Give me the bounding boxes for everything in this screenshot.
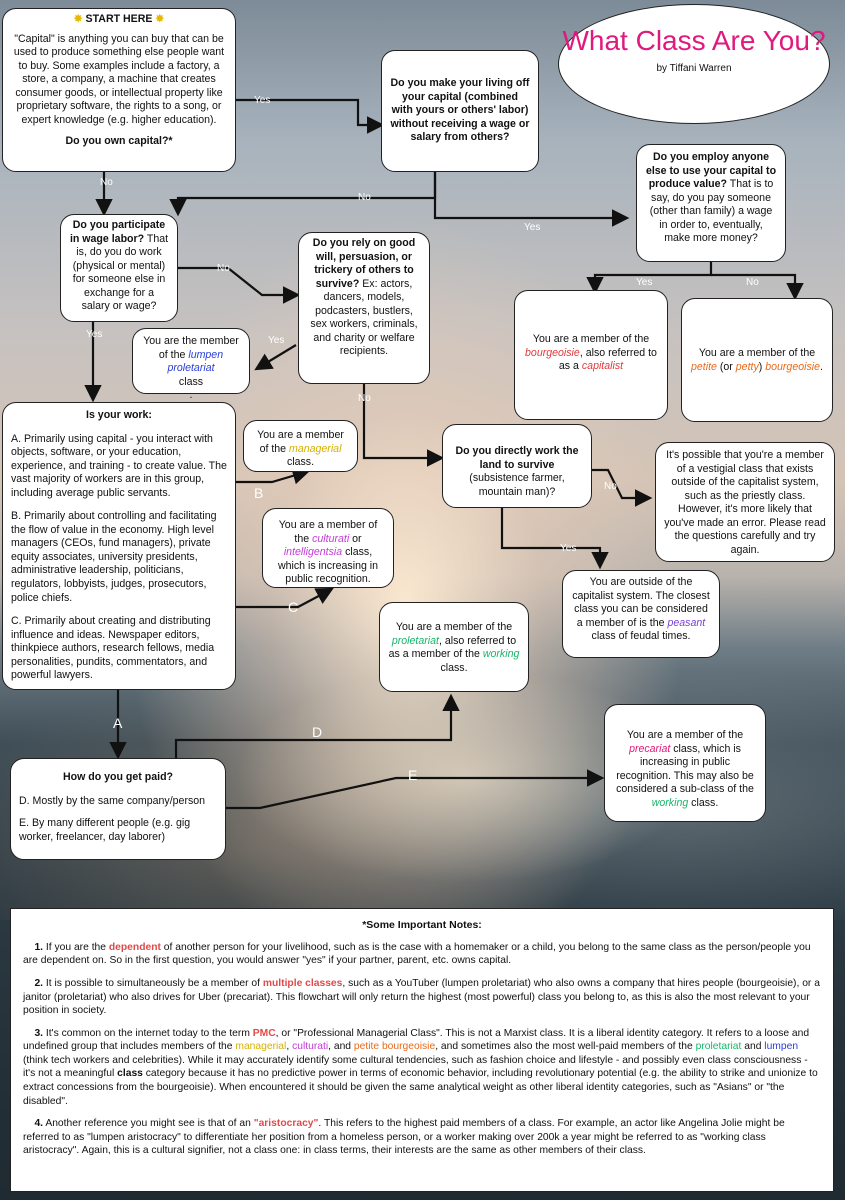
result-bourgeoisie: You are a member of the bourgeoisie, als… [514,290,668,420]
arrow-living-yes [435,172,625,218]
note-3: 3. It's common on the internet today to … [23,1027,821,1108]
question-how-paid: How do you get paid? D. Mostly by the sa… [10,758,226,860]
option-b: B. Primarily about controlling and facil… [11,510,227,605]
result-managerial: You are a member of the managerial class… [243,420,358,472]
title-ellipse: What Class Are You? by Tiffani Warren [558,4,830,124]
option-a: A. Primarily using capital - you interac… [11,433,227,501]
important-notes: *Some Important Notes: 1. If you are the… [10,908,834,1192]
result-peasant: You are outside of the capitalist system… [562,570,720,658]
question-wage-labor: Do you participate in wage labor? That i… [60,214,178,322]
result-petite-bourgeoisie: You are a member of the petite (or petty… [681,298,833,422]
label-yes: Yes [636,278,652,288]
label-a: A [113,716,122,730]
label-no: No [100,178,113,188]
option-e: E. By many different people (e.g. gig wo… [19,817,217,844]
notes-heading: *Some Important Notes: [23,919,821,933]
label-yes: Yes [524,223,540,233]
arrow-employ-split [595,262,711,290]
arrow-work-c [236,590,330,607]
result-precariat: You are a member of the precariat class,… [604,704,766,822]
label-no: No [604,482,617,492]
arrow-living-no [178,172,435,212]
note-4: 4. Another reference you might see is th… [23,1117,821,1158]
option-d: D. Mostly by the same company/person [19,795,217,809]
note-1: 1. If you are the dependent of another p… [23,941,821,968]
label-b: B [254,486,263,500]
question-work-land: Do you directly work the land to survive… [442,424,592,508]
capital-definition: "Capital" is anything you can buy that c… [10,33,228,128]
question-living: Do you make your living off your capital… [381,50,539,172]
label-e: E [408,768,417,782]
sparkle-icon: ✸ [74,13,83,25]
start-question: Do you own capital?* [10,135,228,149]
start-header: ✸ START HERE ✸ [10,13,228,27]
label-yes: Yes [86,330,102,340]
label-no: No [358,193,371,203]
question-goodwill: Do you rely on good will, persuasion, or… [298,232,430,384]
sparkle-icon: ✸ [155,13,164,25]
label-yes: Yes [254,96,270,106]
label-yes: Yes [560,544,576,554]
result-lumpen-proletariat: You are the member of the lumpen proleta… [132,328,250,394]
arrow-work-b [236,472,306,482]
result-culturati: You are a member of the culturati or int… [262,508,394,588]
label-yes: Yes [268,336,284,346]
author: by Tiffani Warren [559,63,829,74]
arrow-goodwill-yes [258,345,296,368]
option-c: C. Primarily about creating and distribu… [11,615,227,683]
result-proletariat: You are a member of the proletariat, als… [379,602,529,692]
question-work-type: Is your work: A. Primarily using capital… [2,402,236,690]
label-c: C [288,600,298,614]
label-no: No [358,394,371,404]
question-employ: Do you employ anyone else to use your ca… [636,144,786,262]
note-2: 2. It is possible to simultaneously be a… [23,977,821,1018]
page-title: What Class Are You? [559,25,829,57]
start-box: ✸ START HERE ✸ "Capital" is anything you… [2,8,236,172]
arrow-wage-no [178,268,296,295]
label-d: D [312,725,322,739]
arrow-land-yes [502,508,600,565]
label-no: No [217,264,230,274]
label-no: No [746,278,759,288]
arrow-land-no [592,470,648,498]
result-vestigial: It's possible that you're a member of a … [655,442,835,562]
arrow-goodwill-no [364,384,440,458]
